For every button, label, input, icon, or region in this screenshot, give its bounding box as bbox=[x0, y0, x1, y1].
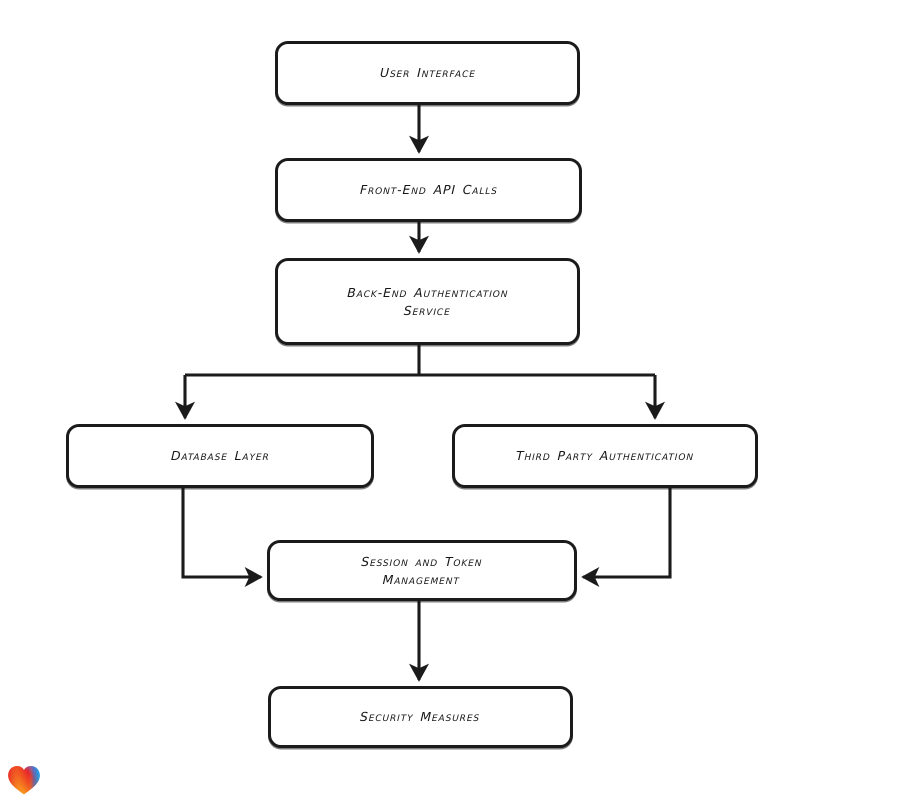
node-third-party-auth[interactable]: Third Party Authentication bbox=[452, 424, 758, 488]
node-label: Session and Token Management bbox=[361, 553, 484, 587]
node-session-token-management[interactable]: Session and Token Management bbox=[267, 540, 577, 601]
node-database-layer[interactable]: Database Layer bbox=[66, 424, 374, 488]
node-label: Third Party Authentication bbox=[515, 448, 695, 464]
node-front-end-api-calls[interactable]: Front-End API Calls bbox=[275, 158, 582, 222]
node-label: User Interface bbox=[379, 65, 476, 81]
node-back-end-auth-service[interactable]: Back-End Authentication Service bbox=[275, 258, 580, 345]
node-user-interface[interactable]: User Interface bbox=[275, 41, 580, 105]
node-label: Database Layer bbox=[170, 448, 270, 464]
node-label: Back-End Authentication Service bbox=[346, 284, 509, 318]
edge-database-to-session bbox=[181, 488, 263, 588]
edge-thirdparty-to-session bbox=[581, 488, 672, 588]
node-security-measures[interactable]: Security Measures bbox=[268, 686, 573, 748]
node-label: Front-End API Calls bbox=[359, 182, 498, 198]
node-label: Security Measures bbox=[360, 709, 481, 725]
heart-icon bbox=[8, 766, 40, 795]
